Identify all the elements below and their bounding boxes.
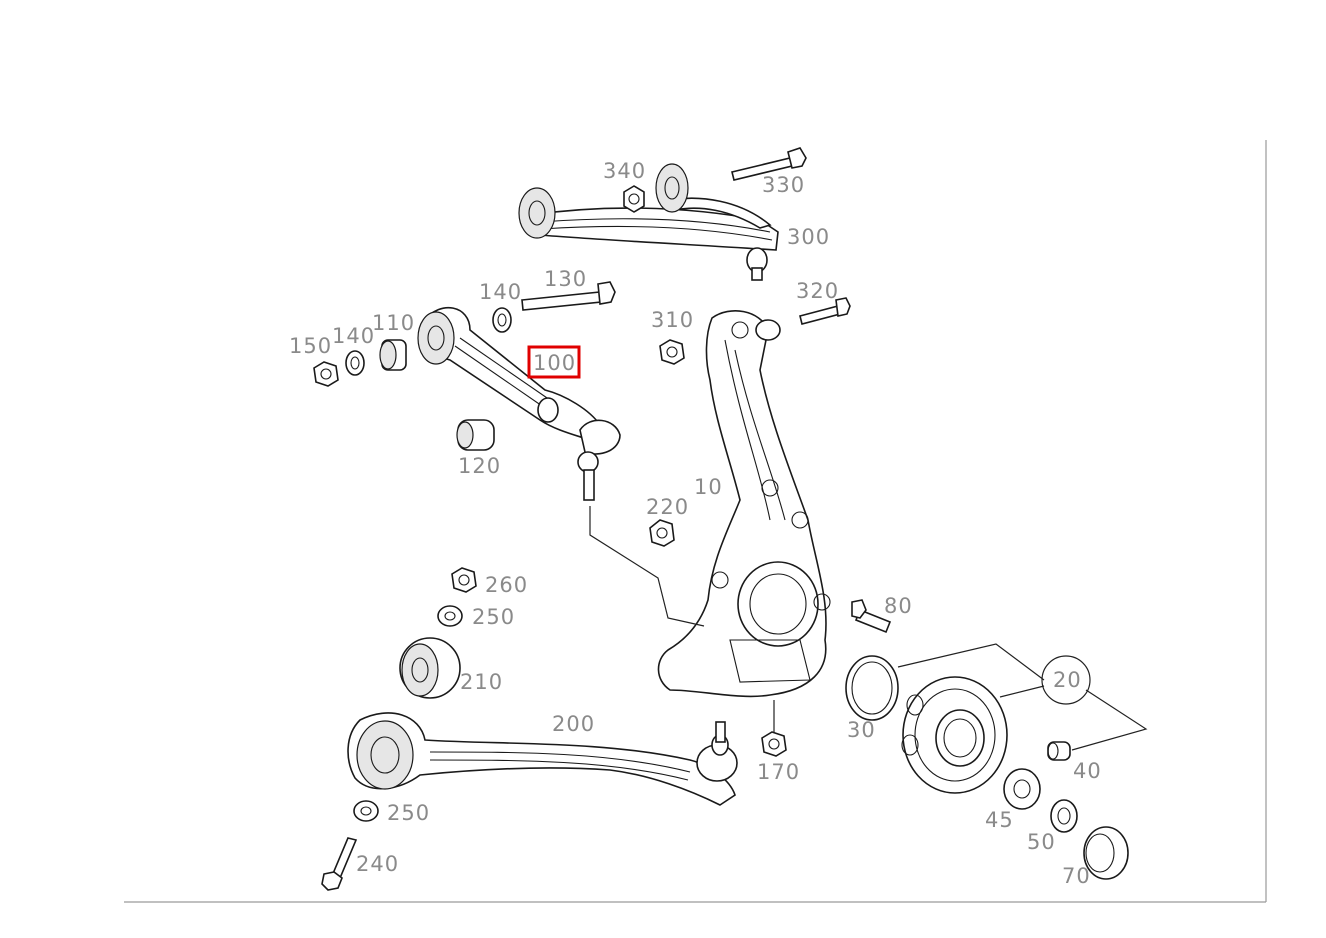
leader-20-middle (999, 685, 1045, 698)
part-140-washer-left[interactable] (345, 350, 365, 376)
label-45: 45 (985, 808, 1014, 832)
part-120-bushing[interactable] (456, 419, 495, 451)
label-200: 200 (552, 712, 595, 736)
label-170: 170 (757, 760, 800, 784)
label-250-lower: 250 (387, 801, 430, 825)
callout-20-circle (1041, 655, 1091, 705)
label-30: 30 (847, 718, 876, 742)
label-330: 330 (762, 173, 805, 197)
label-310: 310 (651, 308, 694, 332)
label-100: 100 (533, 351, 576, 375)
label-110: 110 (372, 311, 415, 335)
label-20: 20 (1053, 668, 1082, 692)
part-220-nut[interactable] (649, 519, 675, 547)
label-130: 130 (544, 267, 587, 291)
part-10-steering-knuckle[interactable] (657, 310, 831, 698)
highlight-box-100 (527, 345, 581, 379)
part-200-lower-arm[interactable] (347, 712, 738, 806)
part-50-axle-nut[interactable] (1050, 799, 1078, 833)
part-20-wheel-hub[interactable] (901, 676, 1008, 794)
label-250-upper: 250 (472, 605, 515, 629)
part-250-washer-upper[interactable] (437, 605, 463, 627)
label-80: 80 (884, 594, 913, 618)
leader-20-lower (1071, 689, 1148, 751)
part-260-nut[interactable] (451, 567, 477, 593)
part-300-upper-arm[interactable] (518, 163, 779, 281)
part-40-stud[interactable] (1047, 741, 1071, 761)
label-140-upper: 140 (479, 280, 522, 304)
label-220: 220 (646, 495, 689, 519)
label-210: 210 (460, 670, 503, 694)
part-170-nut[interactable] (761, 731, 787, 757)
leader-100-to-knuckle (589, 506, 705, 627)
part-80-bolt[interactable] (851, 599, 892, 634)
label-240: 240 (356, 852, 399, 876)
part-70-cap[interactable] (1083, 826, 1129, 880)
part-30-seal-ring[interactable] (845, 655, 899, 721)
label-140-left: 140 (332, 324, 375, 348)
part-340-nut[interactable] (623, 185, 645, 213)
label-40: 40 (1073, 759, 1102, 783)
label-150: 150 (289, 334, 332, 358)
part-250-washer-lower[interactable] (353, 800, 379, 822)
part-110-bushing[interactable] (379, 339, 407, 371)
part-240-bolt[interactable] (321, 837, 358, 891)
label-320: 320 (796, 279, 839, 303)
part-130-bolt[interactable] (521, 281, 616, 311)
label-50: 50 (1027, 830, 1056, 854)
part-320-bolt[interactable] (799, 297, 851, 325)
part-100-control-arm[interactable] (417, 306, 621, 501)
part-45-washer[interactable] (1003, 768, 1041, 810)
part-330-bolt[interactable] (731, 147, 807, 181)
label-300: 300 (787, 225, 830, 249)
leader-20-upper (897, 643, 1045, 681)
label-260: 260 (485, 573, 528, 597)
part-310-nut[interactable] (659, 339, 685, 365)
part-210-bushing[interactable] (399, 637, 461, 699)
label-70: 70 (1062, 864, 1091, 888)
label-340: 340 (603, 159, 646, 183)
part-150-nut[interactable] (313, 361, 339, 387)
label-10: 10 (694, 475, 723, 499)
part-140-washer-upper[interactable] (492, 307, 512, 333)
label-120: 120 (458, 454, 501, 478)
